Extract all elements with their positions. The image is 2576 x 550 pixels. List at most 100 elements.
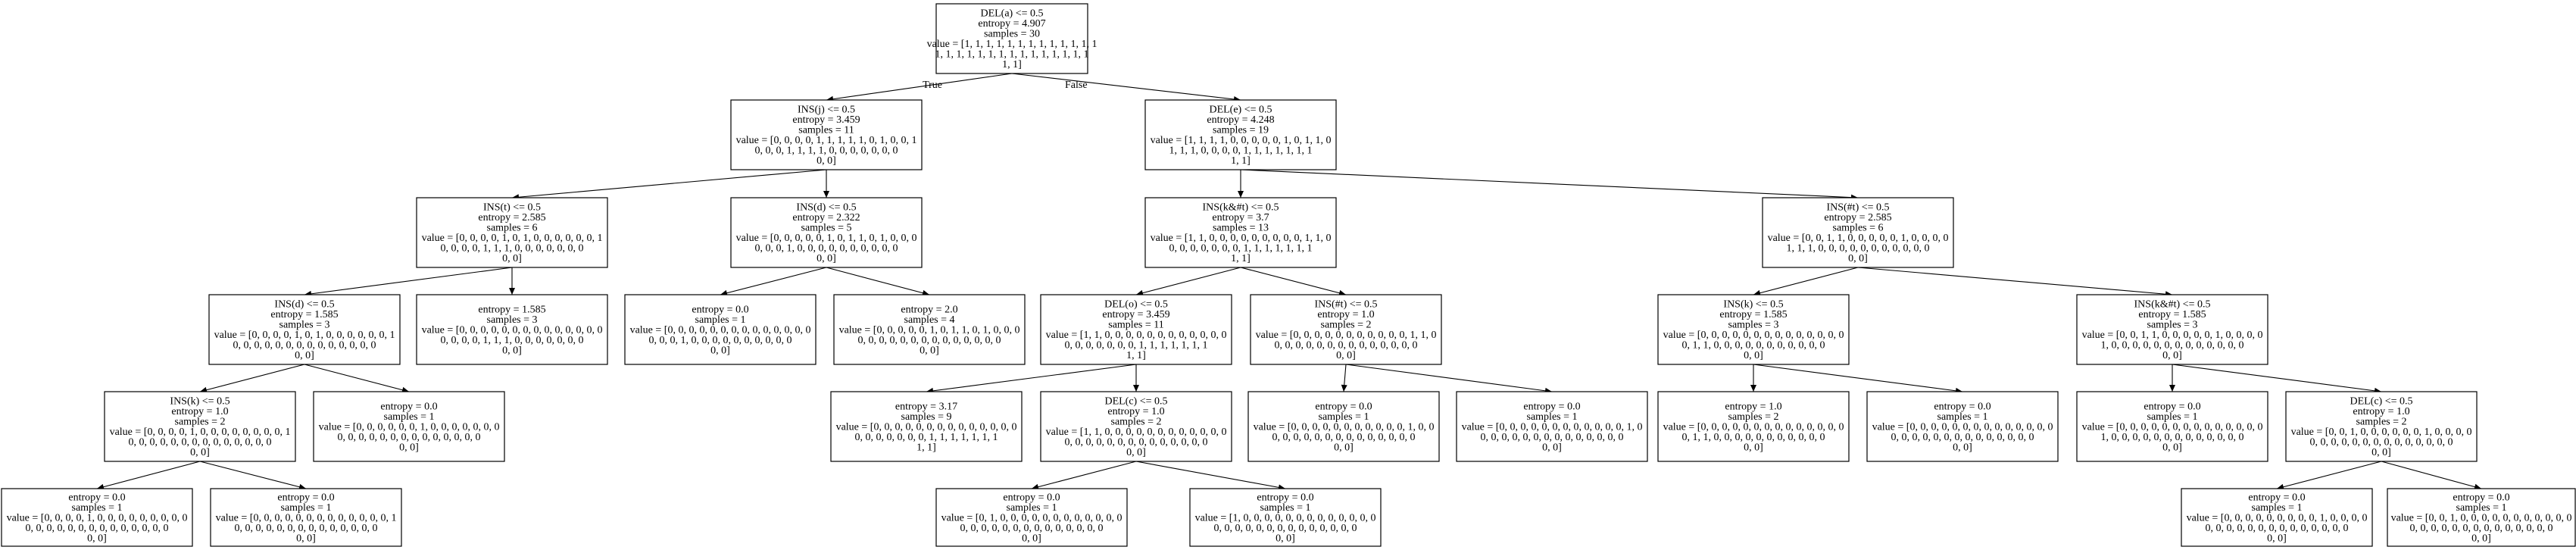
node-text-line: 0, 0] xyxy=(1744,350,1763,361)
tree-edge xyxy=(2172,364,2382,394)
node-box xyxy=(1657,391,1850,462)
node-text-line: samples = 1 xyxy=(2456,502,2507,514)
node-text-line: value = [0, 1, 0, 0, 0, 0, 0, 0, 0, 0, 0… xyxy=(941,512,1123,523)
node-text-line: entropy = 0.0 xyxy=(1257,492,1313,503)
node-text-line: samples = 1 xyxy=(695,314,746,326)
edge-arrowhead xyxy=(1341,384,1347,392)
node-text-line: DEL(a) <= 0.5 xyxy=(980,8,1043,20)
node-text-line: entropy = 4.907 xyxy=(978,18,1045,30)
node-text-line: INS(#t) <= 0.5 xyxy=(1314,299,1377,311)
node-text-line: 0, 0] xyxy=(920,345,939,356)
tree-edge xyxy=(720,267,827,296)
edge-arrowhead xyxy=(2169,385,2175,392)
node-text-line: entropy = 1.0 xyxy=(171,406,228,417)
edge-arrowhead xyxy=(509,288,515,295)
node-text-line: samples = 19 xyxy=(1213,125,1269,136)
node-box xyxy=(1866,391,2059,462)
tree-edge xyxy=(1240,267,1347,296)
tree-edge xyxy=(1345,364,1553,394)
tree-edge xyxy=(1133,364,1139,392)
node-text-line: 0, 0, 0, 0, 0, 0, 0, 0, 0, 0, 0, 0, 0, 0 xyxy=(2310,437,2453,448)
node-box xyxy=(313,391,505,462)
node-text-line: samples = 2 xyxy=(175,417,226,428)
node-text-line: samples = 9 xyxy=(901,411,952,423)
node-text-line: samples = 3 xyxy=(279,320,330,331)
node-box xyxy=(2181,488,2373,547)
edge-line xyxy=(2276,461,2382,489)
node-box xyxy=(1657,294,1850,365)
node-text-line: 0, 0, 0, 0, 0, 0, 0, 0, 0, 0, 0, 0, 0, 0 xyxy=(233,340,376,352)
node-text-line: INS(k) <= 0.5 xyxy=(170,396,229,408)
tree-edge xyxy=(199,461,307,490)
node-text-line: DEL(o) <= 0.5 xyxy=(1104,299,1168,311)
node-text-line: 0, 1, 1, 0, 0, 0, 0, 0, 0, 0, 0, 0, 0, 0 xyxy=(1682,432,1825,443)
node-text-line: samples = 3 xyxy=(487,314,538,326)
node-text-line: samples = 13 xyxy=(1213,223,1269,234)
node-text-line: 0, 0, 0, 0, 0, 0, 0, 0, 0, 0, 0, 0, 0, 0 xyxy=(2206,523,2349,534)
node-box xyxy=(1456,391,1648,462)
tree-edge xyxy=(2169,364,2175,392)
edge-line xyxy=(1031,461,1137,489)
tree-edge xyxy=(2381,461,2482,490)
node-text-line: 1, 1] xyxy=(1231,155,1251,167)
node-box xyxy=(1040,391,1232,462)
tree-edge: False xyxy=(1011,73,1241,102)
edge-line xyxy=(1345,364,1553,392)
node-box xyxy=(1144,197,1337,268)
node-text-line: entropy = 0.0 xyxy=(1003,492,1060,503)
node-text-line: entropy = 1.585 xyxy=(2138,309,2206,320)
node-text-line: 0, 0, 0, 0, 0, 0, 0, 0, 0, 0, 0, 0, 0, 0 xyxy=(1214,523,1357,534)
tree-edge xyxy=(509,267,515,295)
node-text-line: samples = 1 xyxy=(2147,411,2198,423)
node-text-line: 0, 0, 0, 0, 0, 0, 0, 0, 0, 0, 0, 0, 0, 0 xyxy=(235,523,378,534)
node-text-line: 0, 0] xyxy=(2162,442,2182,453)
edge-label-true: True xyxy=(923,80,942,91)
tree-edge xyxy=(199,364,305,393)
node-text-line: 0, 0] xyxy=(817,253,836,264)
edge-line xyxy=(826,267,930,295)
node-text-line: value = [1, 1, 0, 0, 0, 0, 0, 0, 0, 0, 0… xyxy=(1151,233,1332,244)
node-text-line: value = [0, 0, 0, 0, 0, 0, 0, 0, 0, 0, 0… xyxy=(1663,330,1844,341)
node-text-line: 0, 0, 0, 0, 0, 0, 0, 0, 0, 0, 0, 0, 0, 0 xyxy=(1065,437,1208,448)
node-text-line: samples = 6 xyxy=(487,223,538,234)
tree-edge xyxy=(1240,169,1859,201)
node-box xyxy=(416,294,608,365)
node-text-line: samples = 1 xyxy=(72,502,123,514)
node-text-line: INS(t) <= 0.5 xyxy=(483,202,541,214)
node-text-line: 0, 0, 0, 0, 0, 0, 0, 0, 0, 0, 0, 0, 0, 0 xyxy=(1275,340,1418,352)
tree-edge xyxy=(511,169,827,201)
edge-line xyxy=(1240,267,1347,295)
node-text-line: value = [0, 0, 0, 0, 1, 0, 0, 0, 0, 0, 0… xyxy=(7,512,188,523)
node-text-line: samples = 5 xyxy=(801,223,852,234)
node-text-line: 0, 0] xyxy=(295,350,314,361)
tree-edge xyxy=(1031,461,1137,490)
node-text-line: value = [1, 0, 0, 0, 0, 0, 0, 0, 0, 0, 0… xyxy=(1195,512,1376,523)
node-text-line: DEL(e) <= 0.5 xyxy=(1209,105,1272,116)
node-text-line: 1, 1, 1, 0, 0, 0, 0, 1, 1, 1, 1, 1, 1, 1 xyxy=(1169,145,1313,157)
node-text-line: 0, 0, 0, 0, 0, 0, 0, 0, 0, 0, 0, 0, 0, 0 xyxy=(1272,432,1416,443)
node-text-line: 1, 1] xyxy=(1231,253,1251,264)
node-text-line: 0, 0] xyxy=(1744,442,1763,453)
node-text-line: value = [0, 0, 0, 0, 0, 0, 0, 0, 0, 0, 0… xyxy=(1663,421,1844,433)
node-text-line: value = [1, 1, 0, 0, 0, 0, 0, 0, 0, 0, 0… xyxy=(1046,330,1227,341)
node-text-line: value = [1, 1, 0, 0, 0, 0, 0, 0, 0, 0, 0… xyxy=(1046,427,1227,438)
node-text-line: samples = 1 xyxy=(1260,502,1311,514)
edge-line xyxy=(304,267,513,295)
node-text-line: entropy = 3.7 xyxy=(1212,212,1269,223)
node-text-line: 0, 0, 0, 0, 0, 0, 0, 0, 0, 0, 0, 0, 0, 0 xyxy=(1481,432,1624,443)
